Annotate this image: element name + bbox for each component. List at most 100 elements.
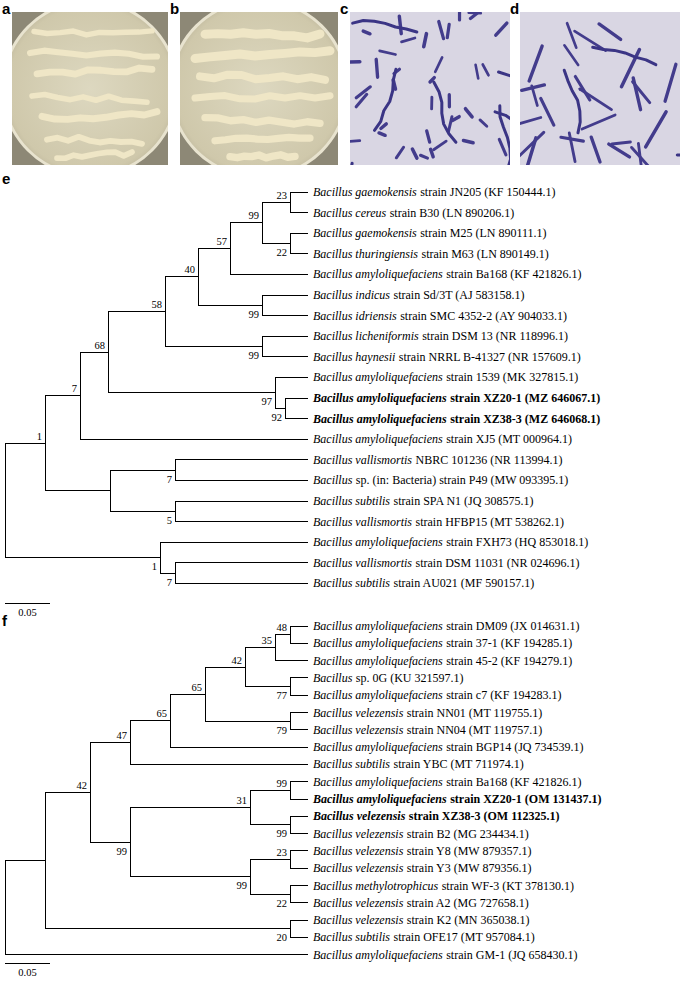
species-name: Bacillus velezensis [313,843,403,858]
tree-branch [262,336,308,337]
species-name: Bacillus gaemokensis [313,185,417,200]
tree-branch [245,648,246,687]
tree-branch [160,573,175,574]
bacterial-rod [448,117,452,132]
tree-branch [175,563,176,584]
strain-accession: strain AU021 (MF 590157.1) [394,576,535,591]
bootstrap-value: 58 [152,299,163,310]
tree-branch [80,352,108,353]
species-name: Bacillus velezensis [313,705,403,720]
bacterial-rod [447,24,449,37]
species-name: Bacillus haynesii [313,349,395,364]
bacterial-rod [381,124,386,129]
tree-branch [130,876,250,877]
tree-branch [80,352,81,439]
tree-branch [275,660,308,661]
strain-accession: strain NRRL B-41327 (NR 157609.1) [399,349,581,364]
tree-branch [175,459,308,460]
strain-accession: strain B30 (LN 890206.1) [390,205,515,220]
bootstrap-value: 99 [117,845,128,856]
bacterial-rod [480,120,487,126]
strain-accession: strain c7 (KF 194283.1) [446,688,561,703]
species-name: Bacillus amyloliquefaciens [313,432,443,447]
tree-branch [45,792,90,793]
species-name: Bacillus amyloliquefaciens [313,267,443,282]
tree-branch [130,720,170,721]
bacterial-chain [500,106,510,165]
bacterial-rod [379,133,385,135]
bootstrap-value: 57 [217,236,228,247]
tree-branch [290,233,308,234]
species-name: Bacillus indicus [313,288,390,303]
bacterial-rod [434,141,447,150]
panel-letter: b [170,0,179,17]
colony-streak [34,31,152,35]
bootstrap-value: 79 [277,724,288,735]
strain-accession: strain XZ38-3 (MZ 646068.1) [450,411,600,426]
bacterial-chain [564,70,580,133]
species-name: Bacillus amyloliquefaciens [313,653,443,668]
tree-branch [290,695,308,696]
strain-accession: strain A2 (MG 727658.1) [407,895,529,910]
bacterial-rod [466,109,473,117]
bacterial-chain [593,47,656,64]
bacterial-rod [483,65,489,76]
bacterial-rod [458,12,461,20]
species-name: Bacillus amyloliquefaciens [313,688,443,703]
colony-streak [37,68,152,74]
tree-branch [198,249,199,306]
bootstrap-value: 42 [232,654,243,665]
colony-streak [57,152,132,158]
strain-accession: strain K2 (MN 365038.1) [407,913,530,928]
bootstrap-value: 23 [277,189,288,200]
bacterial-rod [561,137,583,141]
bootstrap-value: 31 [237,795,248,806]
tree-branch [262,356,308,357]
bacterial-chain [677,155,680,165]
bootstrap-value: 7 [72,383,77,394]
tree-branch [262,202,290,203]
strain-accession: strain NN01 (MT 119755.1) [407,705,542,720]
bacterial-rod [609,144,630,157]
species-name: Bacillus amyloliquefaciens [313,619,443,634]
tree-branch [290,782,291,799]
photo-ground [520,12,680,165]
tree-branch [250,894,290,895]
bacterial-rod [439,21,444,38]
tree-branch [250,790,251,825]
panel-letter: d [510,0,519,17]
bacterial-rod [582,115,615,129]
tree-branch [262,202,263,243]
bacterial-chain [374,69,395,130]
species-name: Bacillus velezensis [313,895,403,910]
bootstrap-value: 5 [167,514,172,525]
tree-branch [110,511,175,512]
tree-branch [290,886,291,903]
tree-branch [45,490,110,491]
strain-accession: strain Ba168 (KF 421826.1) [446,267,581,282]
species-name: Bacillus [313,473,352,488]
tree-branch [262,243,290,244]
bootstrap-value: 77 [277,690,288,701]
species-name: Bacillus vallismortis [313,452,412,467]
tree-branch [290,677,308,678]
bacterial-chain [434,82,456,142]
strain-accession: strain GM-1 (JQ 658430.1) [446,947,577,962]
tree-branch [250,860,251,895]
strain-accession: strain DSM 13 (NR 118996.1) [422,329,568,344]
tree-branch [290,885,308,886]
species-name: Bacillus [313,670,352,685]
bacterial-rod [575,76,589,100]
bootstrap-value: 99 [249,350,260,361]
species-name: Bacillus vallismortis [313,514,412,529]
bootstrap-value: 7 [167,473,172,484]
tree-branch [5,443,45,444]
strain-accession: strain XZ38-3 (OM 112325.1) [409,809,560,824]
species-name: Bacillus amyloliquefaciens [313,411,447,426]
agar-plate-photo [12,12,168,165]
tree-branch [230,223,231,275]
strain-accession: strain 1539 (MK 327815.1) [446,370,578,385]
bacterial-rod [496,23,507,35]
tree-branch [130,807,250,808]
tree-branch [275,377,276,408]
